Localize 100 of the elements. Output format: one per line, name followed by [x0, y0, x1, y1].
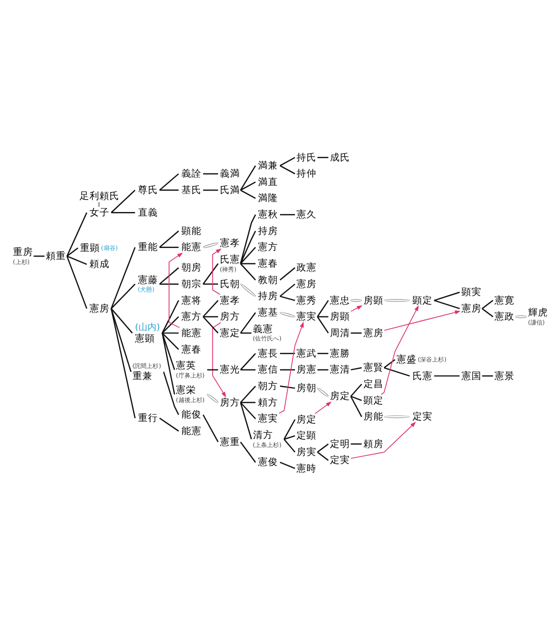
node-text: 憲房 [89, 303, 110, 314]
connector [434, 300, 460, 310]
arrow [350, 422, 416, 459]
connector [317, 452, 329, 461]
node-text: 氏朝 [220, 278, 240, 290]
node-text: 定昌 [363, 378, 384, 390]
connector [384, 299, 410, 302]
node-label: (山内) [135, 322, 160, 333]
connector [240, 386, 256, 403]
connector [202, 263, 219, 284]
connector [350, 396, 362, 402]
connector [162, 332, 176, 370]
connector [240, 284, 256, 297]
node-text: 満直 [258, 176, 278, 188]
node-text: 憲房 [461, 303, 482, 314]
node-text: 憲秀 [296, 295, 317, 306]
node-text: 憲英 [176, 360, 196, 372]
node-text: 頼成 [89, 259, 110, 270]
node-text: 重顕 [80, 242, 100, 254]
node-text: 義詮 [181, 168, 202, 180]
arrow [278, 322, 304, 414]
arrow [212, 248, 222, 295]
connector [206, 394, 218, 403]
node-text: 朝房 [181, 262, 202, 274]
connector [350, 384, 362, 397]
connector [202, 300, 219, 318]
node-text: 重能 [138, 242, 158, 254]
connector [240, 214, 256, 264]
node-text: 憲国 [461, 370, 482, 382]
connector [202, 414, 219, 442]
connector [110, 308, 133, 334]
node-text: 清方 [252, 430, 273, 442]
connector [202, 316, 219, 334]
connector [317, 369, 328, 370]
node-text: 憲時 [296, 463, 317, 474]
connector [159, 267, 179, 285]
connector [66, 212, 88, 256]
connector [240, 165, 256, 190]
node-text: 直義 [138, 207, 158, 218]
arrow [212, 322, 226, 398]
node-text: 憲俊 [258, 457, 278, 468]
arrow [314, 402, 332, 414]
arrow [168, 252, 184, 328]
connector [240, 332, 252, 334]
connector [284, 435, 296, 440]
node-text: 房朝 [296, 383, 317, 394]
connector [66, 256, 88, 309]
arrow [350, 305, 363, 312]
connector [159, 173, 179, 191]
connector [240, 402, 256, 420]
connector [34, 256, 45, 257]
node-text: 憲長 [258, 348, 278, 360]
connector [66, 256, 87, 265]
node-text: 基氏 [181, 185, 202, 196]
connector [350, 396, 362, 418]
connector [280, 296, 296, 301]
node-text: 持房 [258, 291, 278, 302]
connector [110, 284, 136, 309]
node-text: 教朝 [258, 274, 278, 286]
node-text: 憲孝 [220, 295, 240, 306]
connector [240, 263, 256, 280]
connector [316, 300, 329, 318]
node-text: 房能 [363, 412, 384, 423]
node-text: 朝宗 [181, 278, 202, 290]
connector [350, 367, 362, 370]
node-text: 持房 [258, 226, 278, 237]
node-text: 定明 [330, 438, 350, 450]
node-text: 憲盛 [396, 354, 417, 366]
connector [316, 316, 329, 334]
connector [240, 263, 256, 264]
node-text: 重兼 [132, 370, 152, 382]
connector [240, 402, 256, 404]
connector [207, 369, 218, 370]
connector [280, 352, 295, 354]
node-text: 持仲 [296, 168, 317, 180]
node-text: 憲実 [296, 312, 317, 323]
connector [515, 315, 527, 318]
connector [66, 248, 78, 257]
node-text: 憲久 [296, 210, 317, 221]
connector [317, 352, 328, 354]
node-text: 政憲 [296, 262, 317, 274]
connector [280, 312, 296, 318]
connector [160, 190, 179, 191]
node-text: 能憲 [181, 328, 202, 339]
connector [317, 156, 328, 158]
node-text: 房顕 [363, 295, 384, 306]
node-text: 憲政 [494, 312, 515, 323]
connector [163, 372, 180, 415]
node-text: 憲定 [220, 328, 240, 339]
node-text: 憲秋 [258, 210, 278, 221]
node-text: 朝方 [258, 381, 278, 392]
connector [280, 386, 296, 389]
node-text: 氏憲 [220, 254, 240, 266]
connector [350, 443, 362, 445]
connector [162, 316, 180, 334]
connector [98, 202, 100, 207]
connector [160, 246, 179, 248]
node-text: 義憲 [252, 324, 273, 335]
node-text: 顕定 [363, 395, 384, 406]
connector [203, 173, 218, 174]
